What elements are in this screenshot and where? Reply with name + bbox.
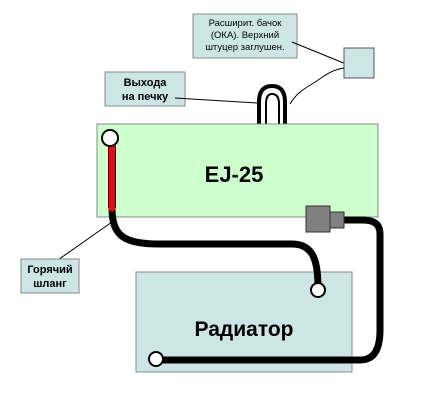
hot-hose-red-outline	[108, 146, 116, 208]
expansion-tank-callout: Расширит. бачок (ОКА). Верхний штуцер за…	[192, 13, 347, 65]
expansion-tank-callout-box	[192, 13, 298, 59]
radiator-outlet-port	[148, 351, 164, 367]
hot-hose-callout-line-1: Горячий	[27, 264, 72, 276]
thermostat-fitting	[305, 205, 345, 233]
heater-outputs-callout: Выхода на печку	[104, 71, 259, 107]
heater-outputs-callout-box	[104, 71, 186, 107]
engine-label: EJ-25	[205, 162, 264, 187]
return-hose	[152, 216, 384, 364]
heater-output-pipe-inner-left	[265, 93, 273, 126]
expansion-tank	[343, 47, 375, 79]
radiator-inlet-port	[310, 282, 326, 298]
hot-hose-leader-line	[54, 221, 113, 263]
expansion-tank-leader-line	[291, 41, 347, 65]
hot-hose-black	[108, 204, 322, 292]
thermostat-nozzle	[329, 211, 345, 229]
heater-outputs-leader-line	[174, 97, 259, 104]
heater-output-pipe-inner-right	[271, 93, 280, 126]
engine-outlet-port	[101, 129, 119, 147]
radiator-label: Радиатор	[195, 318, 294, 341]
hot-hose-callout-box	[20, 258, 80, 294]
heater-outputs-callout-line-2: на печку	[122, 91, 169, 103]
expansion-tank-thin-line	[289, 67, 345, 105]
expansion-tank-callout-line-2: (ОКА). Верхний	[211, 30, 279, 41]
thermostat-housing	[305, 205, 331, 233]
expansion-tank-callout-line-3: штуцер заглушен.	[205, 42, 284, 53]
engine-block	[96, 123, 379, 218]
heater-outputs-callout-line-1: Выхода	[124, 77, 168, 89]
hot-hose-callout: Горячий шланг	[20, 221, 113, 294]
heater-output-pipes	[257, 83, 287, 126]
hot-hose-callout-line-2: шланг	[33, 278, 67, 290]
expansion-tank-callout-line-1: Расширит. бачок	[209, 18, 283, 29]
